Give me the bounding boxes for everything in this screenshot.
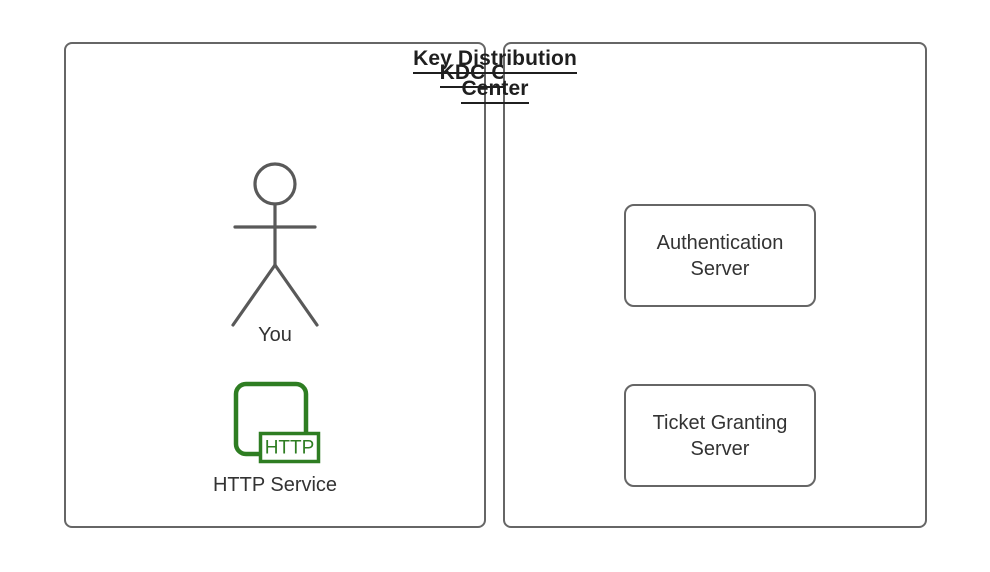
http-service-icon: HTTP — [232, 380, 322, 468]
key-distribution-center-panel-title: Key Distribution Center — [0, 45, 990, 105]
http-service-label: HTTP Service — [212, 474, 338, 496]
stick-figure-icon — [225, 158, 325, 330]
kdc-title-line-2: Center — [461, 75, 529, 104]
kdc-title-line-1: Key Distribution — [413, 45, 577, 74]
svg-text:HTTP: HTTP — [265, 438, 315, 459]
ticket-granting-server-box: Ticket Granting Server — [624, 384, 816, 487]
actor-label: You — [258, 324, 292, 346]
authentication-server-box: Authentication Server — [624, 204, 816, 307]
